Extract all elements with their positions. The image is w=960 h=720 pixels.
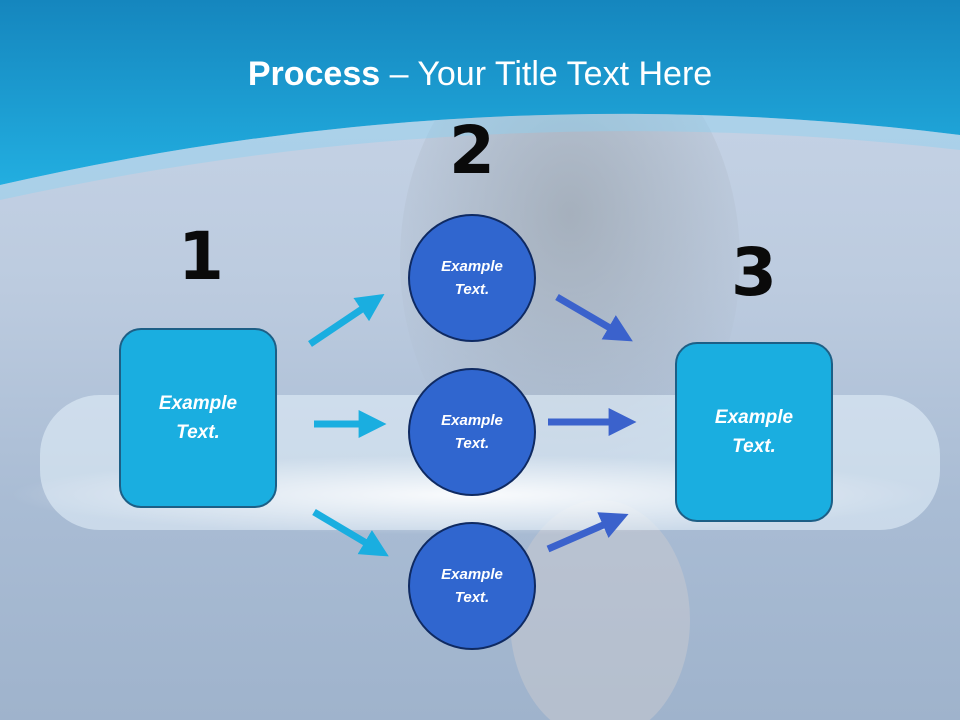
step-number-2: 2 [449,112,495,189]
arrow-1-to-bottom [312,508,389,557]
step-1-text: Example Text. [158,393,238,443]
header-band [0,0,960,185]
arrow-bottom-to-3 [546,512,629,553]
arrow-top-to-3 [555,293,633,342]
step-2-bottom-text: Example Text. [441,566,503,606]
slide-title: Process – Your Title Text Here [0,54,960,94]
title-bold: Process [247,55,381,93]
step-2-circle-bottom: Example Text. [408,522,536,650]
title-rest: – Your Title Text Here [380,55,713,93]
step-number-1: 1 [178,218,224,295]
step-1-box: Example Text. [119,328,277,508]
background-hand [510,500,690,720]
step-number-3: 3 [731,234,777,311]
header-highlight [0,113,960,200]
step-3-text: Example Text. [714,407,794,457]
step-3-box: Example Text. [675,342,833,522]
step-2-circle-middle: Example Text. [408,368,536,496]
step-2-circle-top: Example Text. [408,214,536,342]
step-2-middle-text: Example Text. [441,412,503,452]
step-2-top-text: Example Text. [441,258,503,298]
arrow-1-to-top [308,293,385,347]
